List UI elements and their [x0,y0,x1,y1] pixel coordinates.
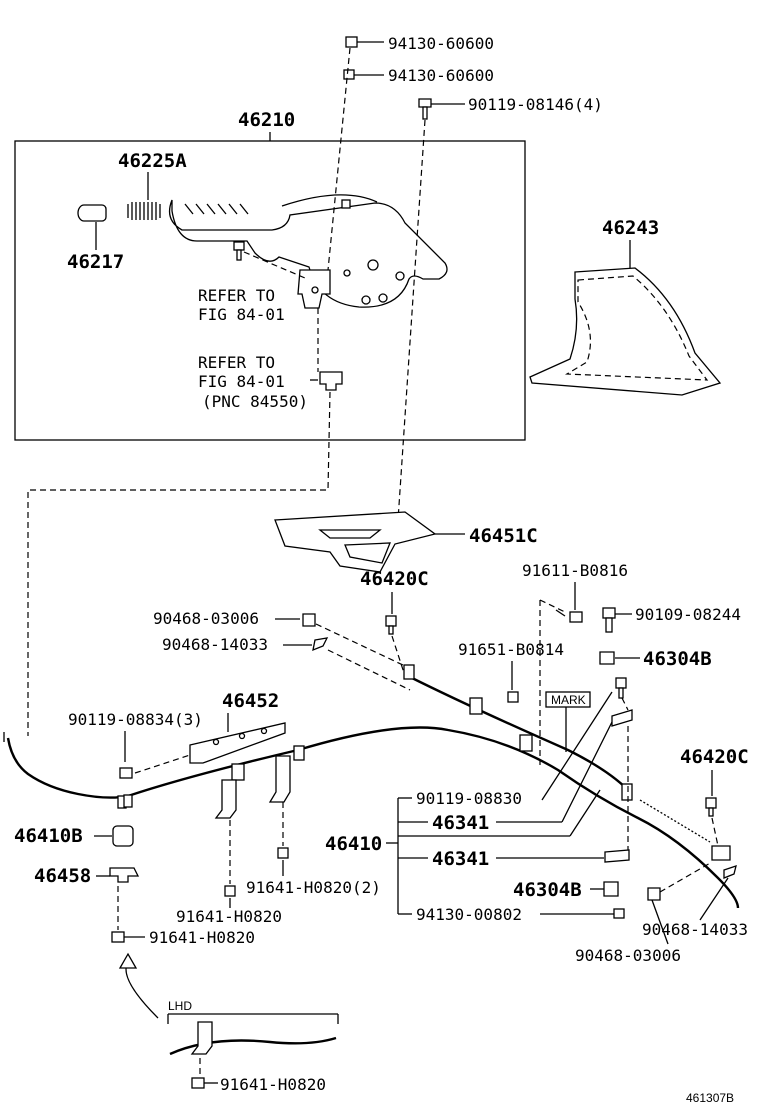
lhd-cable-detail[interactable] [169,1021,337,1056]
bolt-90119-08146[interactable] [418,98,465,120]
label-94130-60600-a: 94130-60600 [388,34,494,53]
label-90109-08244: 90109-08244 [635,605,741,624]
plate-46451C[interactable] [274,511,437,573]
label-46420C-right: 46420C [680,746,749,768]
clip-46420C-top[interactable] [385,615,397,635]
label-90119-08834: 90119-08834(3) [68,710,203,729]
label-94130-60600-b: 94130-60600 [388,66,494,85]
label-91611-B0816: 91611-B0816 [522,561,628,580]
bolt-91641-H0820-pair[interactable] [277,847,289,859]
clamp-90468-03006-top[interactable] [302,613,316,627]
label-91641-H0820-c: 91641-H0820 [220,1075,326,1094]
label-46452: 46452 [222,690,279,712]
cable-46410[interactable] [6,674,740,909]
label-94130-00802: 94130-00802 [416,905,522,924]
label-mark: MARK [551,693,586,707]
grommet-46304B-bottom[interactable] [603,881,619,897]
bolt-91641-H0820-a[interactable] [224,885,236,897]
label-refer-2b: FIG 84-01 [198,372,285,391]
boot-46243[interactable] [529,267,722,396]
label-46458: 46458 [34,865,91,887]
label-90468-14033-bottom: 90468-14033 [642,920,748,939]
bracket-refer-fig-84-01[interactable] [297,269,331,309]
label-91641-H0820-2: 91641-H0820(2) [246,878,381,897]
label-refer-1b: FIG 84-01 [198,305,285,324]
mark-box [545,691,591,708]
label-refer-2c: (PNC 84550) [202,392,308,411]
label-46341-a: 46341 [432,812,489,834]
clip-90468-14033-bottom[interactable] [723,865,737,879]
label-46217: 46217 [67,251,124,273]
label-46304B-top: 46304B [643,648,712,670]
label-90468-14033-top: 90468-14033 [162,635,268,654]
bracket-46341-a[interactable] [611,709,633,727]
clamp-90468-03006-bottom[interactable] [647,887,661,901]
bracket-46452[interactable] [189,722,286,764]
bolt-lever-bracket[interactable] [233,241,245,261]
cable-fittings[interactable] [3,664,731,861]
label-46451C: 46451C [469,525,538,547]
label-46410: 46410 [325,833,382,855]
label-46304B-bottom: 46304B [513,879,582,901]
figure-code: 461307B [686,1091,734,1105]
clip-46420C-right[interactable] [705,797,717,817]
spring-46225A[interactable] [127,202,161,220]
label-46420C-top: 46420C [360,568,429,590]
bolt-91641-H0820-lhd[interactable] [191,1077,205,1089]
label-46410B: 46410B [14,825,83,847]
label-46341-b: 46341 [432,848,489,870]
nut-94130-60600-b[interactable] [343,69,384,80]
lever-assembly-box [14,140,526,441]
label-90468-03006-top: 90468-03006 [153,609,259,628]
cable-bracket-center[interactable] [214,755,291,819]
label-46225A: 46225A [118,150,187,172]
label-90119-08830: 90119-08830 [416,789,522,808]
label-90468-03006-bottom: 90468-03006 [575,946,681,965]
nut-94130-00802[interactable] [613,908,625,919]
bolt-90119-08834[interactable] [119,767,133,779]
label-refer-1a: REFER TO [198,286,275,305]
label-46243: 46243 [602,217,659,239]
nut-94130-60600-a[interactable] [345,36,384,48]
bolt-90119-08830[interactable] [615,677,627,699]
lhd-arrow [125,961,159,1019]
clamp-46458[interactable] [109,867,140,883]
bracket-46341-b[interactable] [604,849,630,863]
clip-pnc-84550[interactable] [310,371,343,391]
button-46217[interactable] [77,204,107,222]
lever-46210[interactable] [168,194,448,308]
label-46210: 46210 [238,109,295,131]
label-91641-H0820-b: 91641-H0820 [149,928,255,947]
grommet-46410B[interactable] [112,825,134,847]
clip-90468-14033-top[interactable] [312,637,329,652]
label-lhd: LHD [168,999,192,1013]
bolt-91651-B0814[interactable] [507,691,519,703]
bolt-91641-H0820-b[interactable] [111,931,125,943]
label-90119-08146: 90119-08146(4) [468,95,603,114]
label-91651-B0814: 91651-B0814 [458,640,564,659]
bolt-90109-08244[interactable] [602,607,616,633]
grommet-46304B-top[interactable] [599,651,615,665]
label-refer-2a: REFER TO [198,353,275,372]
bolt-91611-B0816[interactable] [555,609,583,623]
label-91641-H0820-a: 91641-H0820 [176,907,282,926]
